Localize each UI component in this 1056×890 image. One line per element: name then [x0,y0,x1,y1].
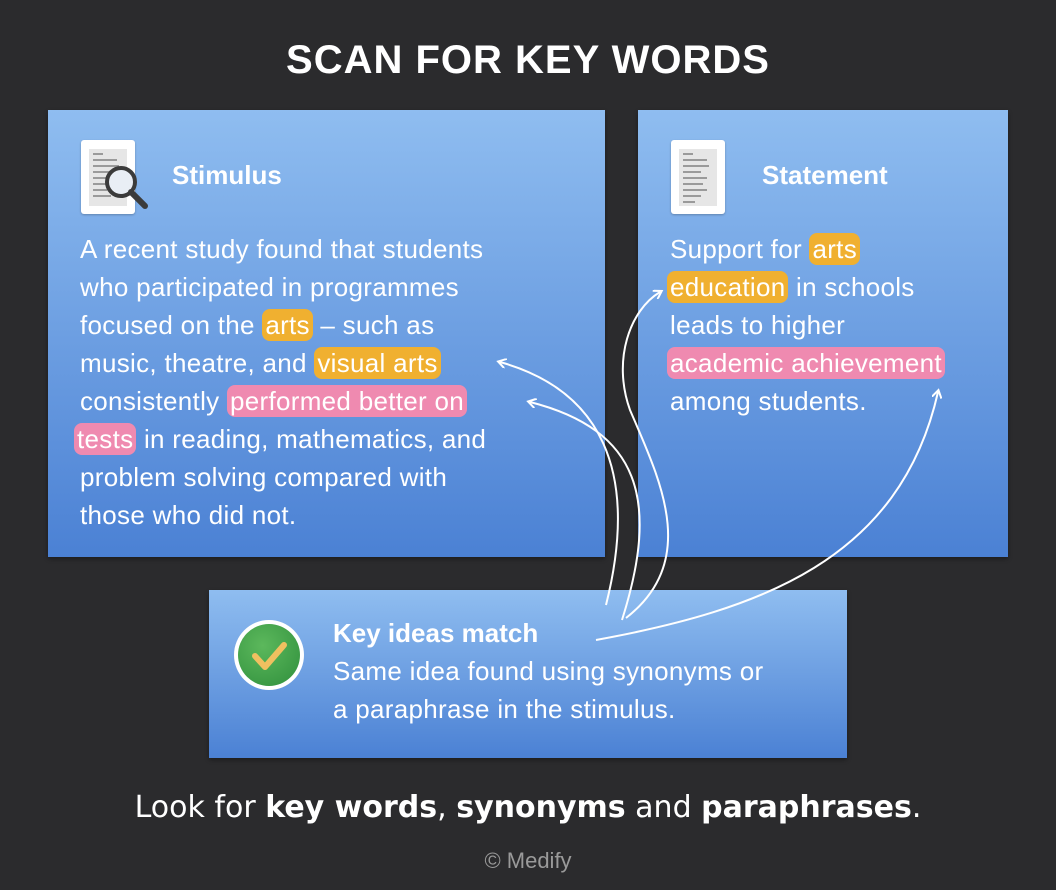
checkmark-icon [234,620,304,690]
stimulus-text: A recent study found that students who p… [74,230,600,534]
match-text: Same idea found using synonyms or a para… [333,656,764,724]
highlight-academic-achievement: academic achievement [667,347,945,379]
statement-panel: Statement Support for arts education in … [638,110,1008,557]
highlight-arts: arts [262,309,313,341]
match-heading: Key ideas match [333,618,539,648]
highlight-visual-arts: visual arts [314,347,441,379]
statement-text: Support for arts education in schools le… [667,230,1010,420]
document-icon [671,140,725,214]
copyright: © Medify [484,848,572,873]
document-search-icon [81,140,148,214]
highlight-arts-statement: arts [809,233,860,265]
highlight-tests: tests [74,423,137,455]
stimulus-heading: Stimulus [172,160,282,190]
statement-heading: Statement [762,160,888,190]
highlight-performed-better: performed better on [226,385,468,417]
key-ideas-match-panel: Key ideas match Same idea found using sy… [209,590,847,758]
page-title: SCAN FOR KEY WORDS [286,38,770,82]
stimulus-panel: Stimulus A recent study found that stude… [48,110,605,557]
highlight-education: education [667,271,789,303]
footer-tip: Look for key words, synonyms and paraphr… [134,790,922,825]
